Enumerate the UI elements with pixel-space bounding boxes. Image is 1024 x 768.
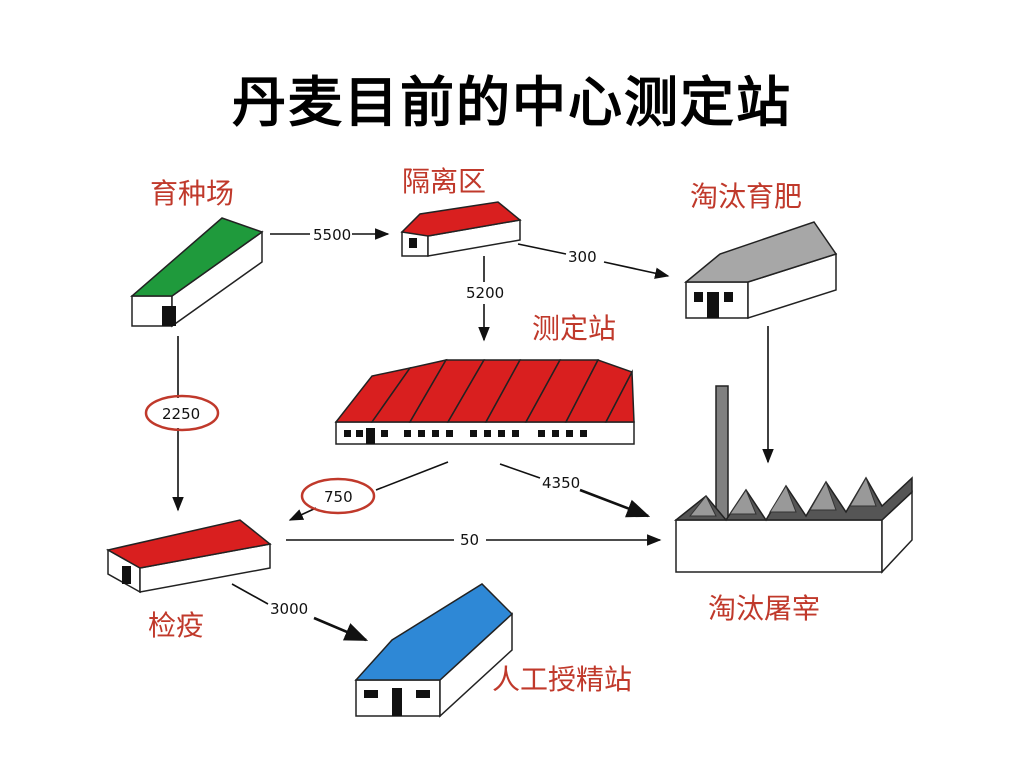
flow-label-5200: 5200	[466, 284, 504, 302]
flow-label-300: 300	[568, 248, 597, 266]
flow-label-2250: 2250	[162, 405, 200, 423]
slaughterhouse-building	[673, 385, 913, 574]
page-title: 丹麦目前的中心测定站	[232, 71, 792, 134]
flow-label-4350: 4350	[542, 474, 580, 492]
label-cull-fattening: 淘汰育肥	[690, 180, 803, 213]
breeding-farm-building	[129, 217, 264, 328]
arrow-test-slaughter	[499, 463, 541, 479]
label-breeding-farm: 育种场	[150, 177, 235, 210]
arrow-isolation-fattening	[517, 243, 567, 255]
arrow-quarantine-ai	[231, 583, 269, 605]
quarantine-building	[105, 519, 272, 594]
door	[162, 306, 176, 326]
highlight-circle-750	[300, 477, 376, 515]
ai-station-building	[354, 583, 514, 718]
label-isolation: 隔离区	[402, 165, 487, 198]
label-ai-station: 人工授精站	[492, 663, 633, 696]
isolation-building	[400, 201, 522, 257]
flow-label-50: 50	[460, 531, 479, 549]
arrow-test-quarantine	[375, 461, 449, 491]
green-roof	[129, 217, 264, 297]
red-roof	[105, 519, 272, 569]
fattening-building	[683, 221, 838, 320]
gray-roof	[683, 221, 838, 283]
red-roof	[400, 201, 522, 237]
flow-label-3000: 3000	[270, 600, 308, 618]
blue-roof	[354, 583, 514, 681]
label-quarantine: 检疫	[148, 609, 205, 642]
highlight-circle-2250	[144, 394, 220, 432]
test-station-building	[334, 358, 635, 445]
label-test-station: 测定站	[532, 312, 617, 345]
label-slaughter: 淘汰屠宰	[708, 592, 821, 625]
flow-label-750: 750	[324, 488, 353, 506]
flow-label-5500: 5500	[313, 226, 351, 244]
